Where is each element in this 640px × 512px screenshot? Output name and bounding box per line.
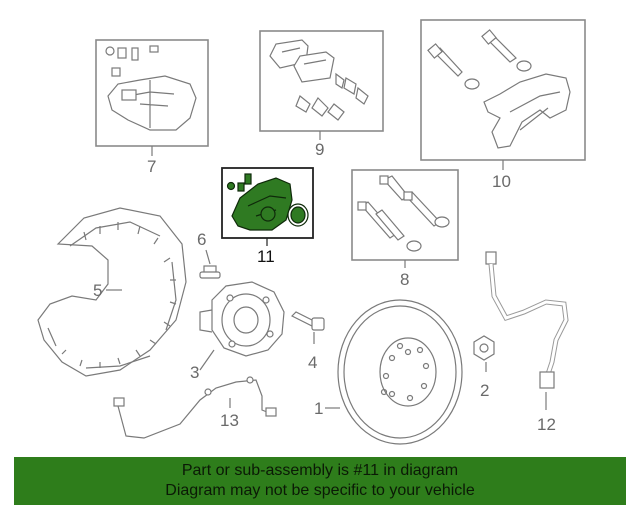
part-9-pads-box[interactable] xyxy=(259,30,384,132)
banner-line-1: Part or sub-assembly is #11 in diagram xyxy=(181,462,459,479)
part-13-speed-sensor[interactable] xyxy=(113,376,277,439)
callout-7: 7 xyxy=(147,157,156,176)
callout-5: 5 xyxy=(93,281,102,300)
callout-12: 12 xyxy=(537,415,556,434)
banner-line-2: Diagram may not be specific to your vehi… xyxy=(165,482,475,499)
part-5-dust-shield[interactable] xyxy=(37,207,187,377)
part-4-hub-bolt[interactable] xyxy=(290,311,325,331)
callout-9: 9 xyxy=(315,140,324,159)
part-12-brake-hose[interactable] xyxy=(485,251,569,389)
callout-11: 11 xyxy=(257,247,275,266)
part-1-rotor[interactable] xyxy=(337,299,463,445)
callout-8: 8 xyxy=(400,270,409,289)
callout-3: 3 xyxy=(190,363,199,382)
callout-6: 6 xyxy=(197,230,206,249)
part-10-bracket-box[interactable] xyxy=(420,19,586,161)
part-6-bolt[interactable] xyxy=(199,265,221,279)
callout-10: 10 xyxy=(492,172,511,191)
callout-2: 2 xyxy=(480,381,489,400)
parts-diagram: 7 9 10 11 xyxy=(37,19,586,445)
info-banner: Part or sub-assembly is #11 in diagram D… xyxy=(14,457,626,505)
part-2-nut[interactable] xyxy=(473,335,495,361)
part-8-pin-kit-box[interactable] xyxy=(351,169,459,261)
callout-13: 13 xyxy=(220,411,239,430)
part-11-caliper-box[interactable] xyxy=(221,167,314,239)
callout-1: 1 xyxy=(314,399,323,418)
part-3-hub-bearing[interactable] xyxy=(199,281,285,357)
part-7-caliper-box[interactable] xyxy=(95,39,209,147)
callout-4: 4 xyxy=(308,353,317,372)
